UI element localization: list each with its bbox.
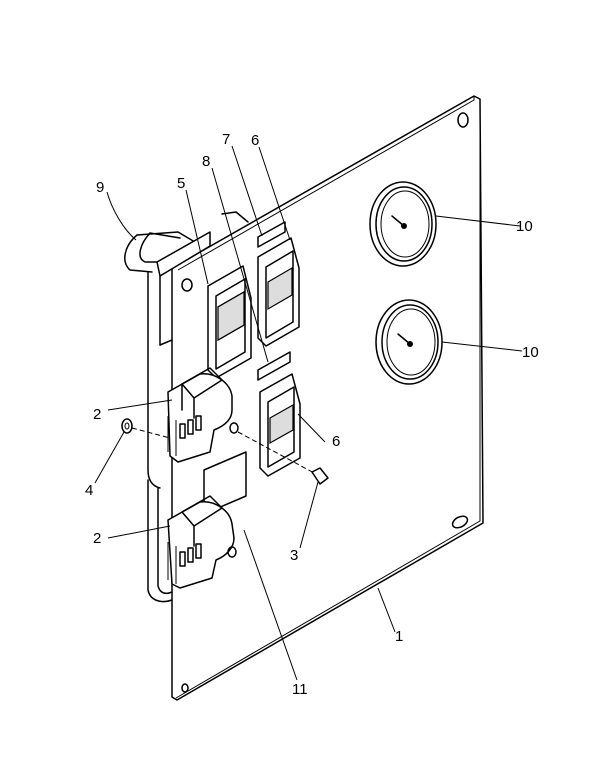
callout-1: 1 (395, 628, 403, 645)
mount-hole (229, 422, 239, 434)
callout-3: 3 (290, 547, 298, 564)
mount-hole (181, 278, 193, 292)
callout-8: 8 (202, 153, 210, 170)
callout-5: 5 (177, 175, 185, 192)
gauge (375, 299, 443, 385)
callouts: 9 5 8 7 6 10 10 2 4 6 2 3 1 11 (85, 131, 539, 698)
callout-6-lower: 6 (332, 433, 340, 450)
mount-hole (181, 683, 189, 693)
bracket (124, 231, 211, 603)
callout-2-upper: 2 (93, 406, 101, 423)
terminal (179, 423, 186, 439)
terminal (195, 543, 202, 559)
washer (121, 418, 133, 434)
gauge (369, 181, 437, 267)
mount-hole (457, 112, 469, 128)
screw (311, 467, 329, 485)
terminal (187, 547, 194, 563)
callout-11: 11 (292, 681, 308, 698)
terminal (179, 551, 186, 567)
callout-9: 9 (96, 179, 104, 196)
terminal (195, 415, 202, 431)
rocker-switch (257, 221, 300, 347)
callout-2-lower: 2 (93, 530, 101, 547)
label-plate (257, 351, 291, 381)
rocker-switch (259, 373, 301, 477)
circuit-breaker (167, 451, 247, 589)
mount-hole (227, 546, 237, 558)
rocker-switch (207, 211, 252, 379)
leader-lines (94, 145, 523, 681)
callout-6-upper: 6 (251, 132, 259, 149)
callout-10-upper: 10 (516, 218, 533, 235)
label-plate (257, 221, 286, 248)
callout-7: 7 (222, 131, 230, 148)
callout-4: 4 (85, 482, 93, 499)
circuit-breaker (167, 367, 233, 463)
fasteners (121, 418, 329, 485)
mount-slot (451, 515, 469, 529)
terminal (187, 419, 194, 435)
callout-10-lower: 10 (522, 344, 539, 361)
